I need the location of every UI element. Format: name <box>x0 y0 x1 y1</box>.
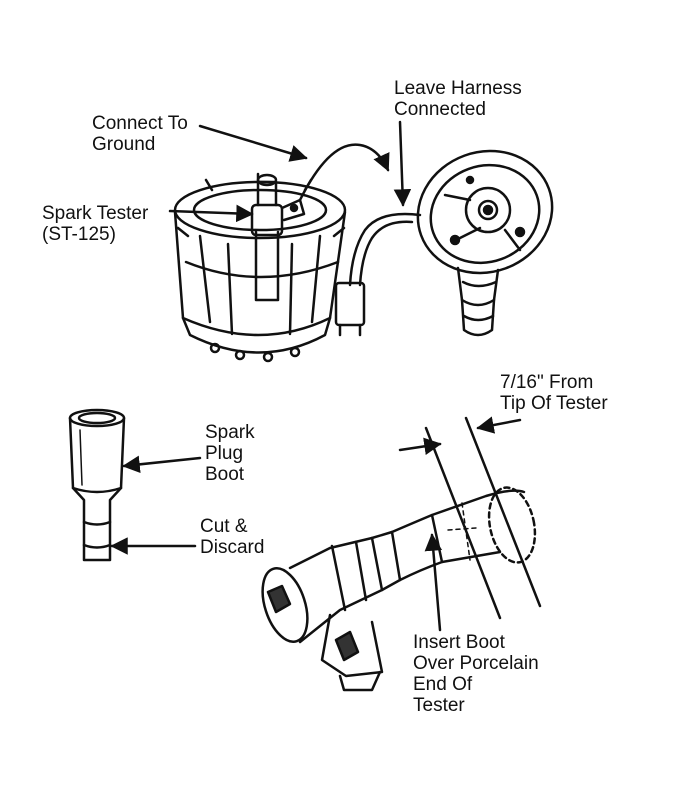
insert-boot-leader <box>424 533 443 632</box>
label-seven-sixteenths: 7/16" From Tip Of Tester <box>500 372 608 414</box>
label-spark-plug-boot: Spark Plug Boot <box>205 422 255 485</box>
distributor-body <box>416 149 554 337</box>
label-cut-and-discard: Cut & Discard <box>200 516 265 558</box>
label-connect-to-ground: Connect To Ground <box>92 113 188 155</box>
upper-leader-arrows <box>168 120 412 223</box>
label-spark-tester: Spark Tester (ST-125) <box>42 203 149 245</box>
harness-wire <box>334 212 422 337</box>
distributor-cap <box>173 172 347 363</box>
label-insert-boot: Insert Boot Over Porcelain End Of Tester <box>413 632 539 716</box>
dimension-lines <box>398 416 542 620</box>
spark-plug-boot <box>68 408 126 562</box>
boot-leader-arrows <box>110 455 202 555</box>
ground-lead <box>298 143 390 202</box>
label-leave-harness-connected: Leave Harness Connected <box>394 78 522 120</box>
spark-tester-closeup <box>261 486 537 692</box>
